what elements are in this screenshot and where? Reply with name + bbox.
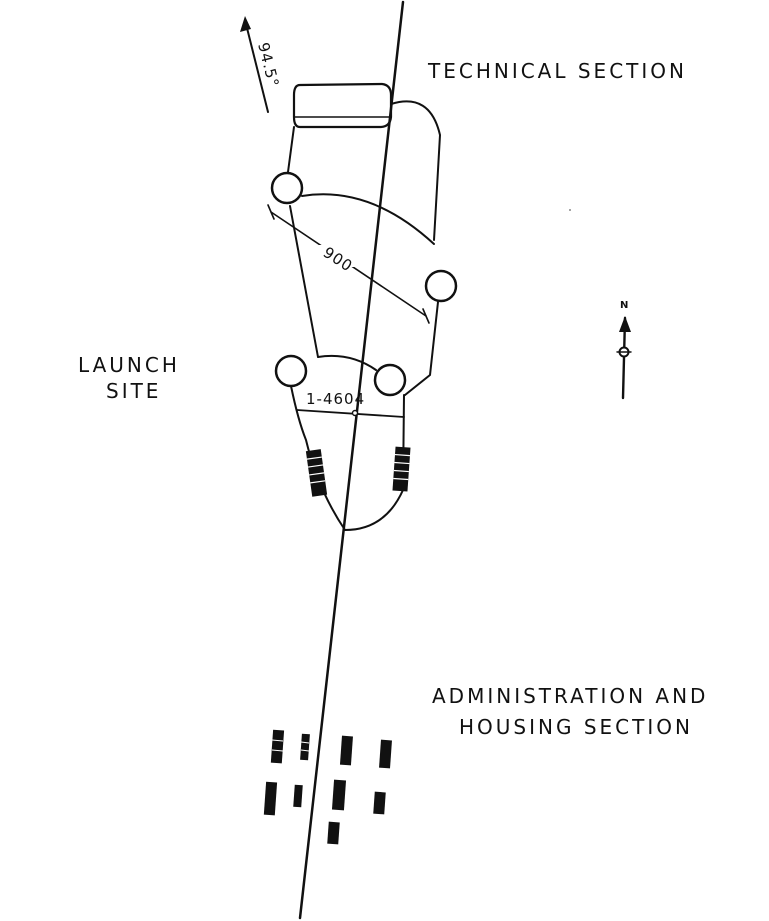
road-left (287, 126, 319, 358)
bearing-label: 94.5° (254, 41, 283, 90)
center-axis-line (298, 0, 405, 920)
dimension-pad-label: 1-4604 (306, 390, 365, 408)
facility-circle-upper-right (424, 269, 458, 303)
dimension-pad-line (296, 409, 405, 418)
housing-building (339, 735, 353, 766)
housing-building (270, 729, 285, 764)
pad-link-road (317, 354, 377, 371)
north-arrow-label: N (620, 300, 628, 311)
technical-building (292, 82, 393, 129)
north-arrow (616, 316, 632, 400)
housing-building (379, 739, 392, 769)
connecting-road (301, 193, 435, 245)
housing-building (293, 784, 303, 808)
launch-site-label-line2: SITE (106, 379, 161, 403)
road-right (404, 301, 439, 396)
housing-building-details (271, 739, 310, 752)
launch-pad-circle-left (274, 354, 308, 388)
admin-section-label-line1: ADMINISTRATION AND (432, 684, 708, 708)
bearing-arrow (240, 16, 269, 113)
assembly-building-left (305, 449, 328, 497)
dimension-900-gap (318, 245, 366, 267)
housing-building (263, 781, 278, 816)
lower-loop-road (290, 385, 405, 531)
housing-buildings (263, 729, 392, 845)
speck (569, 209, 571, 211)
housing-building (300, 733, 310, 761)
facility-circle-upper-left (270, 171, 304, 205)
admin-section-label-line2: HOUSING SECTION (459, 715, 693, 739)
launch-pad-circle-right (373, 363, 407, 397)
launch-site-label-line1: LAUNCH (78, 353, 180, 377)
housing-building (327, 821, 340, 845)
housing-building (373, 791, 386, 815)
housing-building (331, 779, 347, 811)
assembly-building-right (392, 446, 411, 492)
technical-loop-road-right (390, 100, 441, 241)
technical-section-label: TECHNICAL SECTION (427, 59, 687, 83)
